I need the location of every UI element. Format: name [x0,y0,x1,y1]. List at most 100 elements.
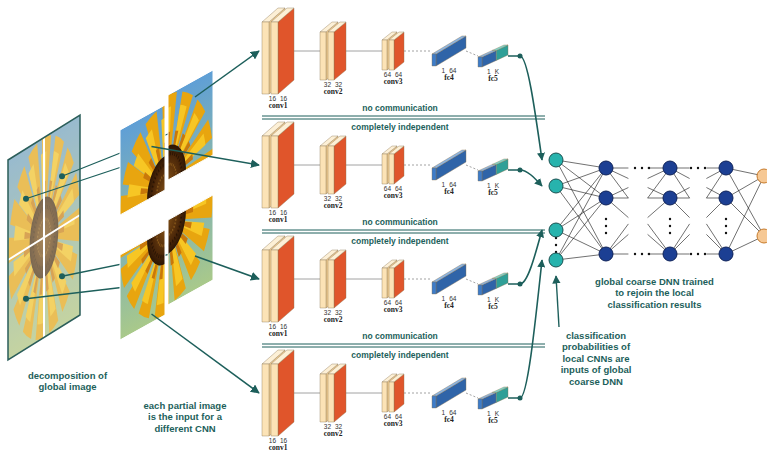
dimension-number: 16 [280,323,287,330]
junction-dot [518,396,523,401]
output-arrow [508,170,542,186]
caption-label-box: decomposition of global image [20,370,115,393]
layer-drawing [432,264,466,294]
dimension-number: 16 [269,437,276,444]
node-caption: 3232conv2 [324,309,343,325]
junction-dot [518,54,523,59]
ellipsis-dot [669,232,671,234]
bar-top [478,278,496,285]
bar-top [432,36,466,54]
slab-front [262,364,269,436]
layer-name: conv3 [384,420,403,429]
slab-front [328,260,334,308]
layer-block: 164fc4 [432,378,466,408]
slab-front [320,260,326,308]
layer-link [404,165,432,166]
layer-drawing [382,260,404,298]
layer-block: 6464conv3 [382,32,404,70]
dimension-row: 6464 [384,71,403,78]
layer-block: 3232conv2 [320,22,346,80]
node-caption: 1Kfc5 [487,296,499,312]
node-caption: 164fc4 [442,67,457,83]
leader-arrow [556,276,559,327]
layer-link [404,279,432,280]
node-caption: 1616conv1 [269,323,288,339]
slab-top [328,22,346,32]
bar-front [478,171,482,181]
layer-block: 3232conv2 [320,364,346,422]
bar-top [478,50,496,57]
note-label: classification probabilities of local CN… [552,330,640,387]
slab-front [271,22,278,94]
slab-front [271,136,278,208]
pool-face [278,350,294,436]
dimension-number: 64 [384,185,391,192]
layer-drawing [262,236,294,322]
separator-label-box: no communication [300,103,500,113]
dimension-row: 164 [442,409,457,416]
neurons [549,153,767,267]
bar-front [478,399,482,409]
pool-face [278,236,294,322]
network-drawing [542,150,767,272]
ellipsis-dot [697,167,699,169]
layer-block: 1Kfc5 [478,387,508,409]
node-caption: 1Kfc5 [487,68,499,84]
slab-top [389,32,404,40]
dimension-number: 16 [280,209,287,216]
dimension-number: K [495,68,499,75]
slab-front [328,146,334,194]
layer-drawing [382,32,404,70]
slab-front [389,382,394,412]
layer-block: 6464conv3 [382,374,404,412]
slab-top [389,260,404,268]
neuron [599,161,613,175]
dimension-row: 6464 [384,185,403,192]
network-link [556,198,606,260]
layer-drawing [478,273,508,295]
separator-label-box: no communication [300,331,500,341]
dimension-row: 3232 [324,309,343,316]
ellipsis-dots [555,167,727,255]
slab-front [328,374,334,422]
slab-front [382,268,387,298]
dimension-number: 32 [324,423,331,430]
layer-link [466,279,478,284]
network-link [556,254,606,260]
neuron [719,247,733,261]
layer-block: 1Kfc5 [478,273,508,295]
bar-top [492,387,508,392]
ellipsis-dot [725,232,727,234]
caption-label-box: each partial image is the input for a di… [140,400,230,434]
bar-front [432,396,436,408]
bar-front [478,57,482,67]
layer-name: conv3 [384,192,403,201]
network-block: global coarse DNN trained to rejoin the … [542,150,767,272]
dimension-number: 1 [487,182,491,189]
layer-drawing [320,364,346,422]
bar-front [432,282,436,294]
caption-label: decomposition of global image [20,370,115,393]
slab-top [328,364,346,374]
network-link [726,176,764,254]
separator-label: completely independent [300,236,500,246]
slab-top [271,350,294,364]
bar-top [478,164,496,171]
slab-front [262,136,269,208]
layer-name: conv2 [324,316,343,325]
output-arrow [508,230,542,284]
layer-name: conv3 [384,78,403,87]
layer-link [346,393,382,394]
layer-drawing [262,350,294,436]
layer-name: conv1 [269,102,288,111]
dimension-number: 32 [324,195,331,202]
neuron [599,247,613,261]
layer-drawing [262,122,294,208]
dimension-number: 1 [442,181,446,188]
dimension-number: 16 [269,209,276,216]
separator-label: completely independent [300,350,500,360]
layer-block: 3232conv2 [320,250,346,308]
dimension-number: 1 [487,296,491,303]
output-arrow [508,260,542,398]
dimension-number: 64 [449,67,456,74]
